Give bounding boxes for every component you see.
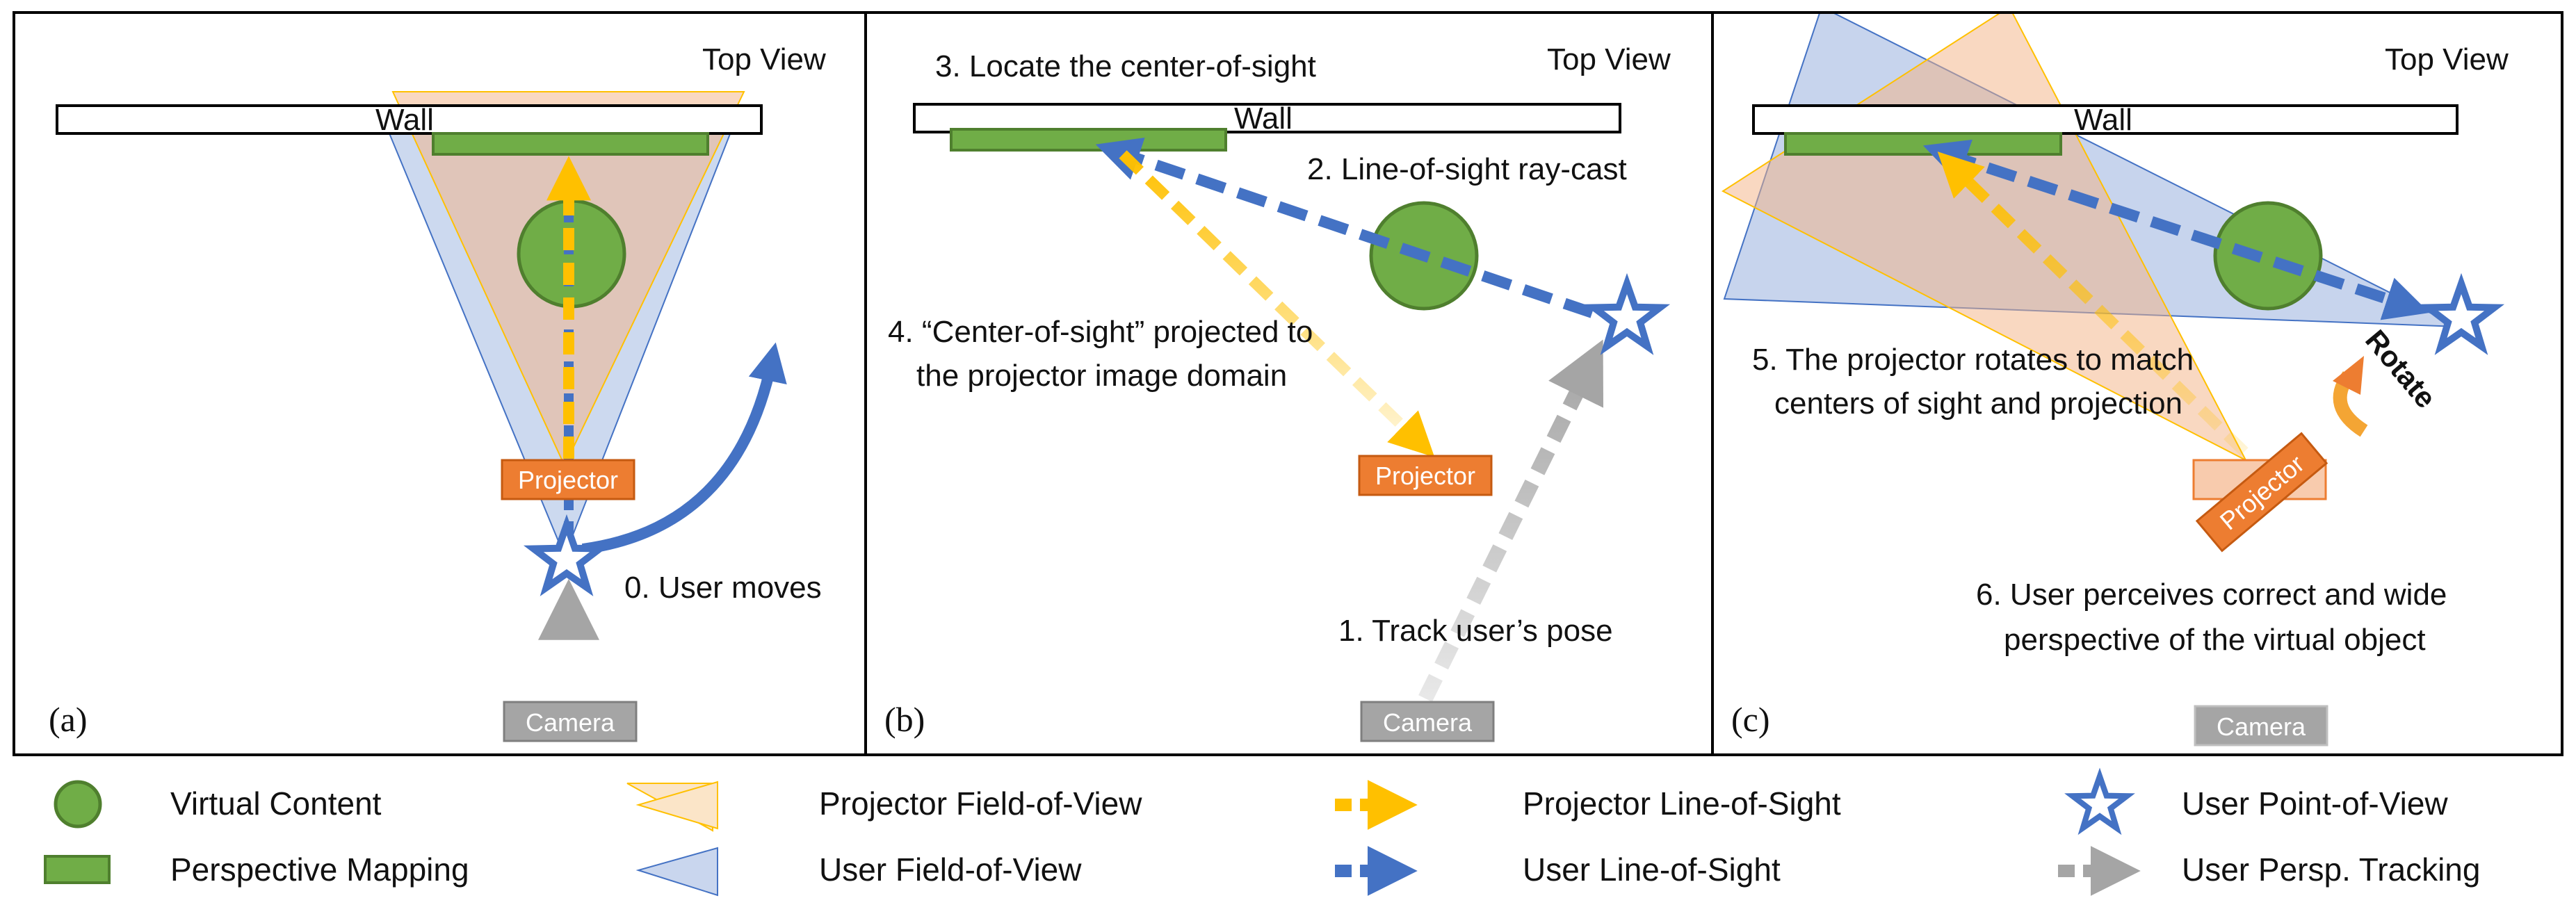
legend-projector-fov-icon-shape <box>635 781 718 830</box>
wall-label-a: Wall <box>375 103 434 137</box>
panel-c: Wall Projector Rotate Camera Top View 5.… <box>1722 14 2509 746</box>
legend-label-6: User Point-of-View <box>2182 785 2448 822</box>
top-view-a: Top View <box>702 42 826 76</box>
legend-label-2: Projector Field-of-View <box>819 785 1142 822</box>
camera-box-b <box>1360 701 1495 742</box>
legend-label-5: User Line-of-Sight <box>1523 851 1781 888</box>
annotation-b-0: 3. Locate the center-of-sight <box>935 49 1316 83</box>
legend-user-fov-icon <box>635 847 718 897</box>
camera-label-b: Camera <box>1383 708 1473 737</box>
projector-box-b <box>1358 455 1493 496</box>
projector-los-c <box>1937 152 2249 456</box>
caption-c: (c) <box>1731 700 1770 739</box>
wall-label-b: Wall <box>1234 101 1293 136</box>
annotation-b-3: the projector image domain <box>916 359 1287 393</box>
rotate-label: Rotate <box>2359 324 2443 414</box>
projector-los-b <box>1119 150 1435 457</box>
camera-box-c <box>2194 705 2328 746</box>
camera-label-a: Camera <box>526 708 615 737</box>
projector-box-a <box>501 459 635 500</box>
caption-a: (a) <box>49 700 88 739</box>
annotation-b-4: 1. Track user’s pose <box>1338 614 1613 648</box>
user-star-a <box>533 525 599 588</box>
user-move-arrow <box>581 342 787 555</box>
wall-a <box>56 104 763 135</box>
perspective-mapping-b <box>950 128 1227 152</box>
legend-label-3: User Field-of-View <box>819 851 1082 888</box>
gray-tracking-arrow-b <box>1418 339 1604 702</box>
annotation-b-2: 4. “Center-of-sight” projected to <box>888 315 1313 349</box>
annotation-c-0: 5. The projector rotates to match <box>1752 343 2194 377</box>
wall-b <box>913 103 1621 133</box>
camera-label-c: Camera <box>2217 712 2306 741</box>
annotation-b-1: 2. Line-of-sight ray-cast <box>1307 152 1627 186</box>
wall-c <box>1752 104 2458 135</box>
top-view-b: Top View <box>1547 42 1671 76</box>
user-los-c <box>1945 149 2430 320</box>
annotation-c-1: centers of sight and projection <box>1774 386 2182 421</box>
panel-a: Wall Projector Camera Top View 0. User m… <box>49 42 826 742</box>
perspective-mapping-a <box>432 132 709 156</box>
legend: Virtual Content Perspective Mapping Proj… <box>44 776 2480 897</box>
legend-label-4: Projector Line-of-Sight <box>1523 785 1841 822</box>
legend-perspective-mapping-icon <box>44 855 111 884</box>
panel-b: Wall Projector Camera Top View 3. Locate… <box>884 42 1671 742</box>
top-view-c: Top View <box>2385 42 2509 76</box>
annotation-c-2: 6. User perceives correct and wide <box>1976 578 2447 612</box>
legend-label-1: Perspective Mapping <box>170 851 469 888</box>
wall-label-c: Wall <box>2074 103 2132 137</box>
legend-user-pov-icon <box>2073 776 2127 828</box>
perspective-mapping-c <box>1784 132 2062 156</box>
panel-c-frame <box>1711 11 2563 756</box>
legend-label-0: Virtual Content <box>170 785 382 822</box>
annotation-c-3: perspective of the virtual object <box>2004 623 2426 657</box>
virtual-content-c <box>2213 201 2323 311</box>
user-star-b <box>1594 284 1660 347</box>
rotate-arrowhead <box>2333 356 2364 395</box>
annotation-a-0: 0. User moves <box>624 571 822 605</box>
legend-label-7: User Persp. Tracking <box>2182 851 2480 888</box>
projector-label-a: Projector <box>518 466 618 494</box>
caption-b: (b) <box>884 700 925 739</box>
camera-box-a <box>503 701 638 742</box>
legend-virtual-content-icon <box>54 780 102 829</box>
user-star-c <box>2428 284 2494 347</box>
projector-label-b: Projector <box>1375 462 1475 490</box>
